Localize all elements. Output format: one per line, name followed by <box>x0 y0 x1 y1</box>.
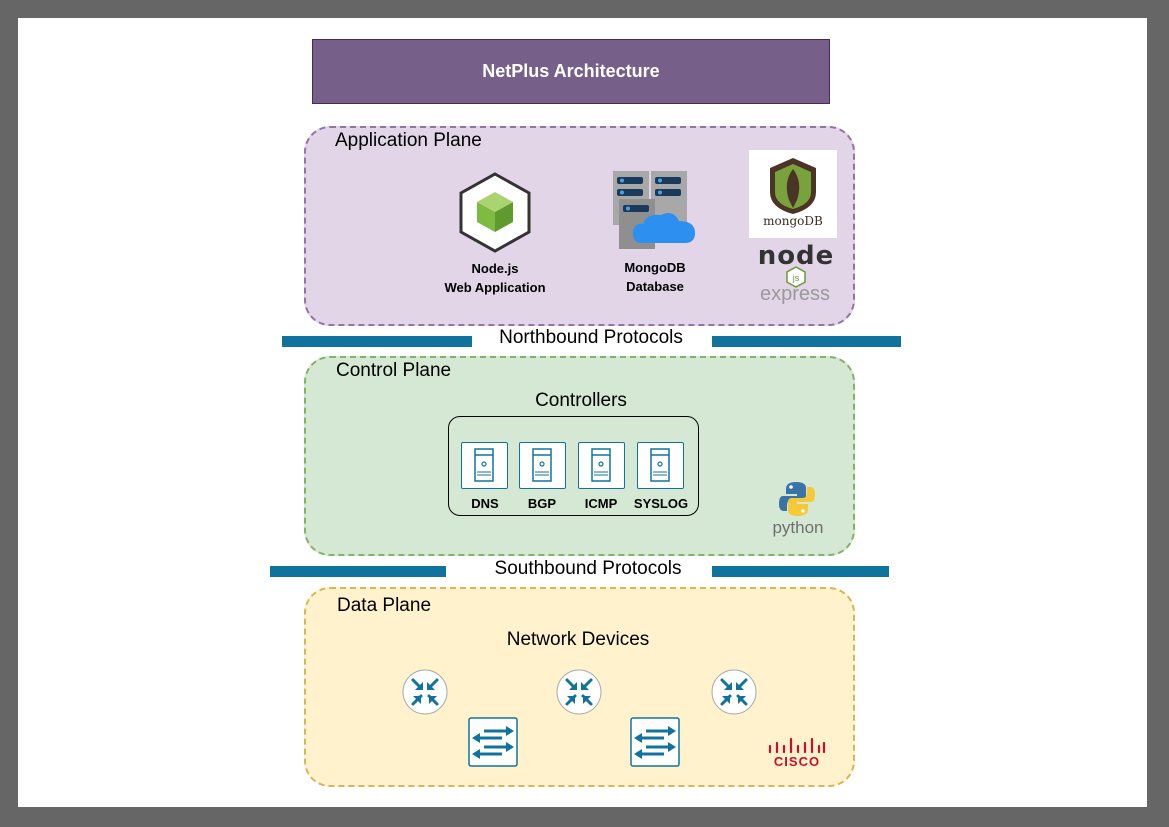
controller-label-dns: DNS <box>471 496 499 511</box>
router-icon <box>556 669 602 715</box>
controllers-label: Controllers <box>535 390 627 411</box>
server-icon <box>637 442 684 489</box>
nodejs-caption-line2: Web Application <box>444 280 546 295</box>
router-icon <box>711 669 757 715</box>
nodejs-caption-line1: Node.js <box>471 261 519 276</box>
controller-icmp <box>578 442 625 489</box>
js-logo-text: js <box>792 273 800 283</box>
network-devices-label: Network Devices <box>506 629 650 650</box>
northbound-protocols-label: Northbound Protocols <box>472 327 710 349</box>
mongodb-caption-line1: MongoDB <box>624 260 686 275</box>
database-cloud-icon <box>613 171 695 249</box>
southbound-bar-left <box>270 566 446 577</box>
northbound-bar-left <box>282 336 474 347</box>
controller-bgp <box>519 442 566 489</box>
northbound-bar-right <box>712 336 901 347</box>
controllers-group <box>448 416 699 516</box>
nodejs-caption: Node.js Web Application <box>435 259 555 297</box>
mongodb-logo: mongoDB <box>749 150 837 238</box>
server-icon <box>519 442 566 489</box>
mongodb-caption-line2: Database <box>626 279 684 294</box>
server-icon <box>461 442 508 489</box>
nodejs-cube-icon <box>459 172 531 253</box>
switch-icon <box>468 717 518 767</box>
controller-label-icmp: ICMP <box>584 496 618 511</box>
python-logo-icon <box>779 482 815 516</box>
diagram-title: NetPlus Architecture <box>312 39 830 104</box>
js-hexagon-icon: js <box>786 266 806 288</box>
mongodb-logo-text: mongoDB <box>763 214 823 228</box>
southbound-protocols-label: Southbound Protocols <box>466 558 710 580</box>
controller-dns <box>461 442 508 489</box>
data-plane-label: Data Plane <box>337 595 432 616</box>
switch-icon <box>630 717 680 767</box>
controller-label-syslog: SYSLOG <box>633 496 689 511</box>
mongodb-caption: MongoDB Database <box>595 258 715 296</box>
diagram-title-text: NetPlus Architecture <box>482 61 660 81</box>
control-plane-label: Control Plane <box>336 360 452 381</box>
application-plane-label: Application Plane <box>335 130 482 151</box>
controller-label-bgp: BGP <box>527 496 557 511</box>
node-logo-text: node <box>757 241 835 271</box>
cisco-bars-icon <box>768 737 826 754</box>
express-logo-text: express <box>759 283 831 305</box>
cisco-logo-text: CISCO <box>773 754 821 769</box>
southbound-bar-right <box>712 566 889 577</box>
controller-syslog <box>637 442 684 489</box>
mongodb-leaf-icon <box>770 158 816 214</box>
server-icon <box>578 442 625 489</box>
python-logo-text: python <box>772 518 824 537</box>
router-icon <box>402 669 448 715</box>
